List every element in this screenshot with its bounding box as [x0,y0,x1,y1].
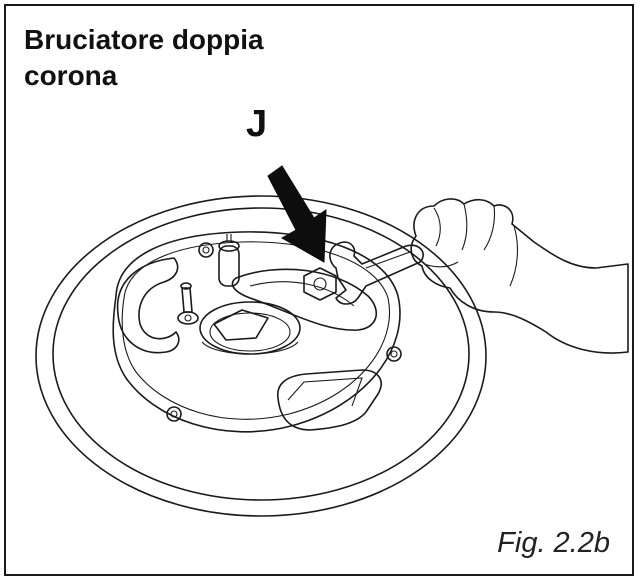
wrench-icon [329,241,424,305]
screw-top-left [198,242,214,258]
figure-title-line-2: corona [24,60,118,91]
arrow-down-right-icon [267,165,327,263]
figure-title-line-1: Bruciatore doppia [24,24,264,55]
hob-plate [35,195,487,517]
central-cup [199,301,301,355]
screw-right [386,346,402,362]
left-slot [116,257,180,354]
burner-illustration [35,165,629,517]
gas-channel [231,268,378,331]
thermocouple [177,282,199,325]
hex-nut [303,267,337,301]
callout-label: J [246,103,268,145]
figure-title: Bruciatore doppia corona [24,22,364,94]
screw-bottom-left [166,406,182,422]
figure-frame: Bruciatore doppia corona J Fig. 2.2b [4,4,634,576]
figure-caption: Fig. 2.2b [497,527,610,559]
ignition-candle [218,234,240,287]
bottom-slot [277,369,382,431]
gloved-hand-icon [410,198,629,354]
mounting-screws [166,242,402,422]
burner-base [112,231,401,433]
